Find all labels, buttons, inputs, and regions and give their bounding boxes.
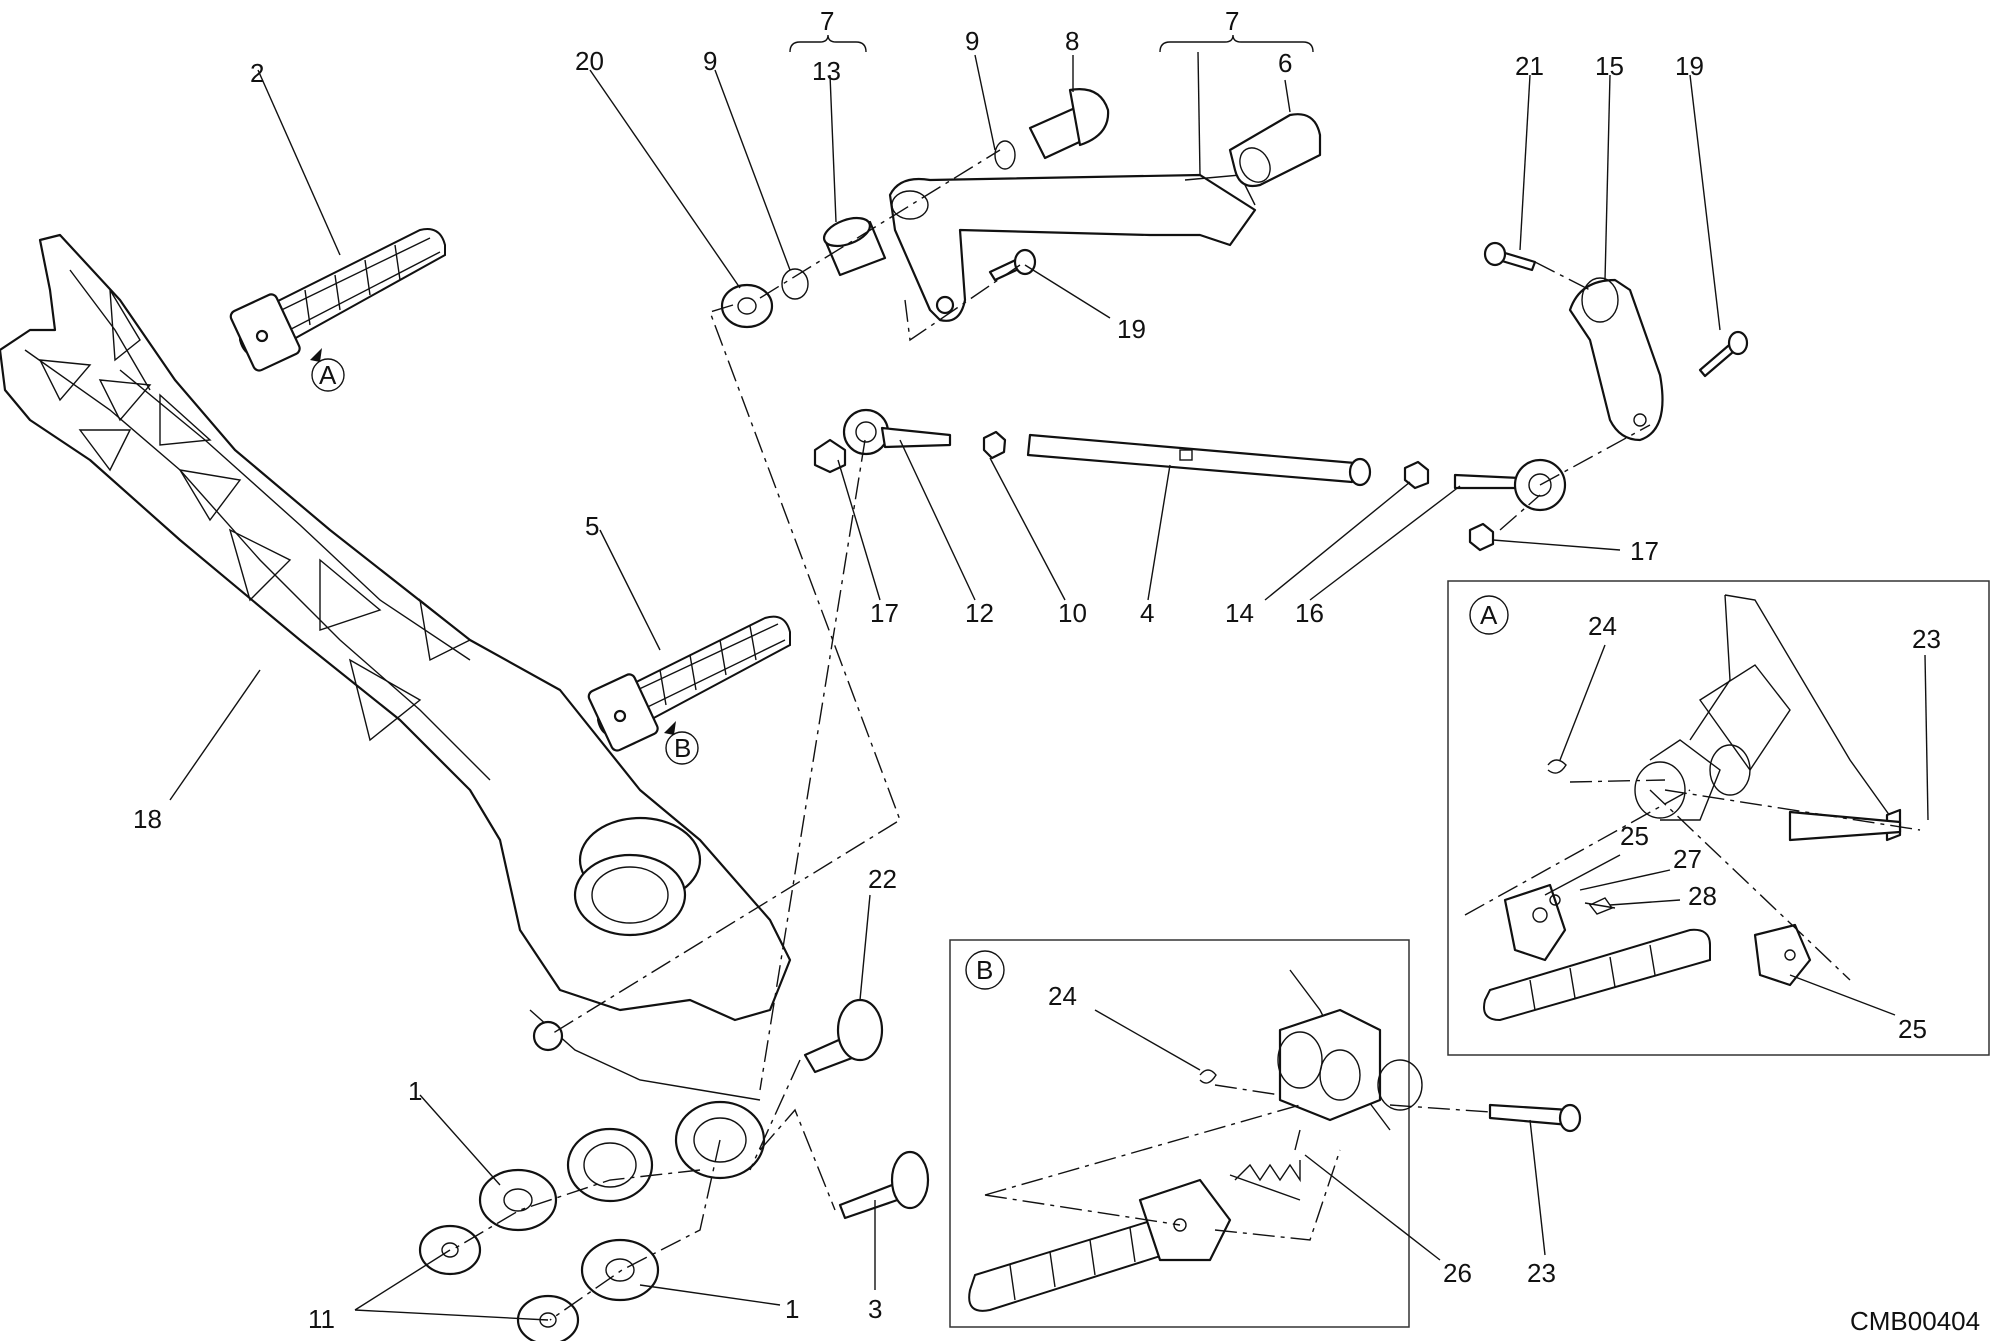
diagram-code: CMB00404 <box>1850 1306 1980 1336</box>
leader-lines <box>169 34 1929 1321</box>
callout-3: 3 <box>868 1294 882 1324</box>
callout-1: 1 <box>408 1076 422 1106</box>
detail-a <box>1447 580 1990 1056</box>
detail-b-badge <box>965 950 1005 990</box>
ref-badge-a-circle <box>311 358 345 392</box>
callout-8: 8 <box>1065 26 1079 56</box>
callout-20: 20 <box>575 46 604 76</box>
callout-4: 4 <box>1140 598 1154 628</box>
callout-13: 13 <box>812 56 841 86</box>
callout-17: 17 <box>1630 536 1659 566</box>
callout-25: 25 <box>1620 821 1649 851</box>
callout-16: 16 <box>1295 598 1324 628</box>
callout-14: 14 <box>1225 598 1254 628</box>
callout-6: 6 <box>1278 48 1292 78</box>
callout-27: 27 <box>1673 844 1702 874</box>
callout-12: 12 <box>965 598 994 628</box>
callout-24: 24 <box>1588 611 1617 641</box>
ref-badge-a-pointer <box>310 348 322 362</box>
callout-26: 26 <box>1443 1258 1472 1288</box>
ref-badge-b: B <box>674 733 691 763</box>
detail-a-label: A <box>1480 600 1498 630</box>
detail-a-badge <box>1469 595 1509 635</box>
callout-7: 7 <box>820 6 834 36</box>
ref-badge-b-pointer <box>664 721 676 735</box>
footrest-bracket <box>0 233 792 1203</box>
detail-b-label: B <box>976 955 993 985</box>
callout-21: 21 <box>1515 51 1544 81</box>
ref-badge-a: A <box>319 360 337 390</box>
callout-19: 19 <box>1675 51 1704 81</box>
callout-24: 24 <box>1048 981 1077 1011</box>
gear-lever-assembly <box>720 88 1322 329</box>
selector-arm <box>1483 241 1749 442</box>
linkage-rod-assembly <box>813 408 1567 552</box>
callout-5: 5 <box>585 511 599 541</box>
callout-labels: 2 20 9 7 13 9 8 7 6 21 15 19 19 17 12 10… <box>133 6 1980 1336</box>
callout-9: 9 <box>965 26 979 56</box>
callout-10: 10 <box>1058 598 1087 628</box>
callout-22: 22 <box>868 864 897 894</box>
detail-b <box>949 939 1582 1328</box>
callout-23: 23 <box>1912 624 1941 654</box>
detail-a-frame <box>1447 580 1990 1056</box>
callout-7: 7 <box>1225 6 1239 36</box>
footpeg-upper <box>229 228 446 372</box>
callout-9: 9 <box>703 46 717 76</box>
callout-25: 25 <box>1898 1014 1927 1044</box>
callout-28: 28 <box>1688 881 1717 911</box>
footpeg-lower <box>587 615 791 752</box>
callout-11: 11 <box>308 1304 335 1334</box>
assembly-lines <box>451 149 1651 1321</box>
callout-1: 1 <box>785 1294 799 1324</box>
callout-23: 23 <box>1527 1258 1556 1288</box>
ref-badge-b-circle <box>665 731 699 765</box>
callout-17: 17 <box>870 598 899 628</box>
callout-19: 19 <box>1117 314 1146 344</box>
callout-2: 2 <box>250 58 264 88</box>
detail-b-frame <box>949 939 1410 1328</box>
callout-15: 15 <box>1595 51 1624 81</box>
callout-18: 18 <box>133 804 162 834</box>
